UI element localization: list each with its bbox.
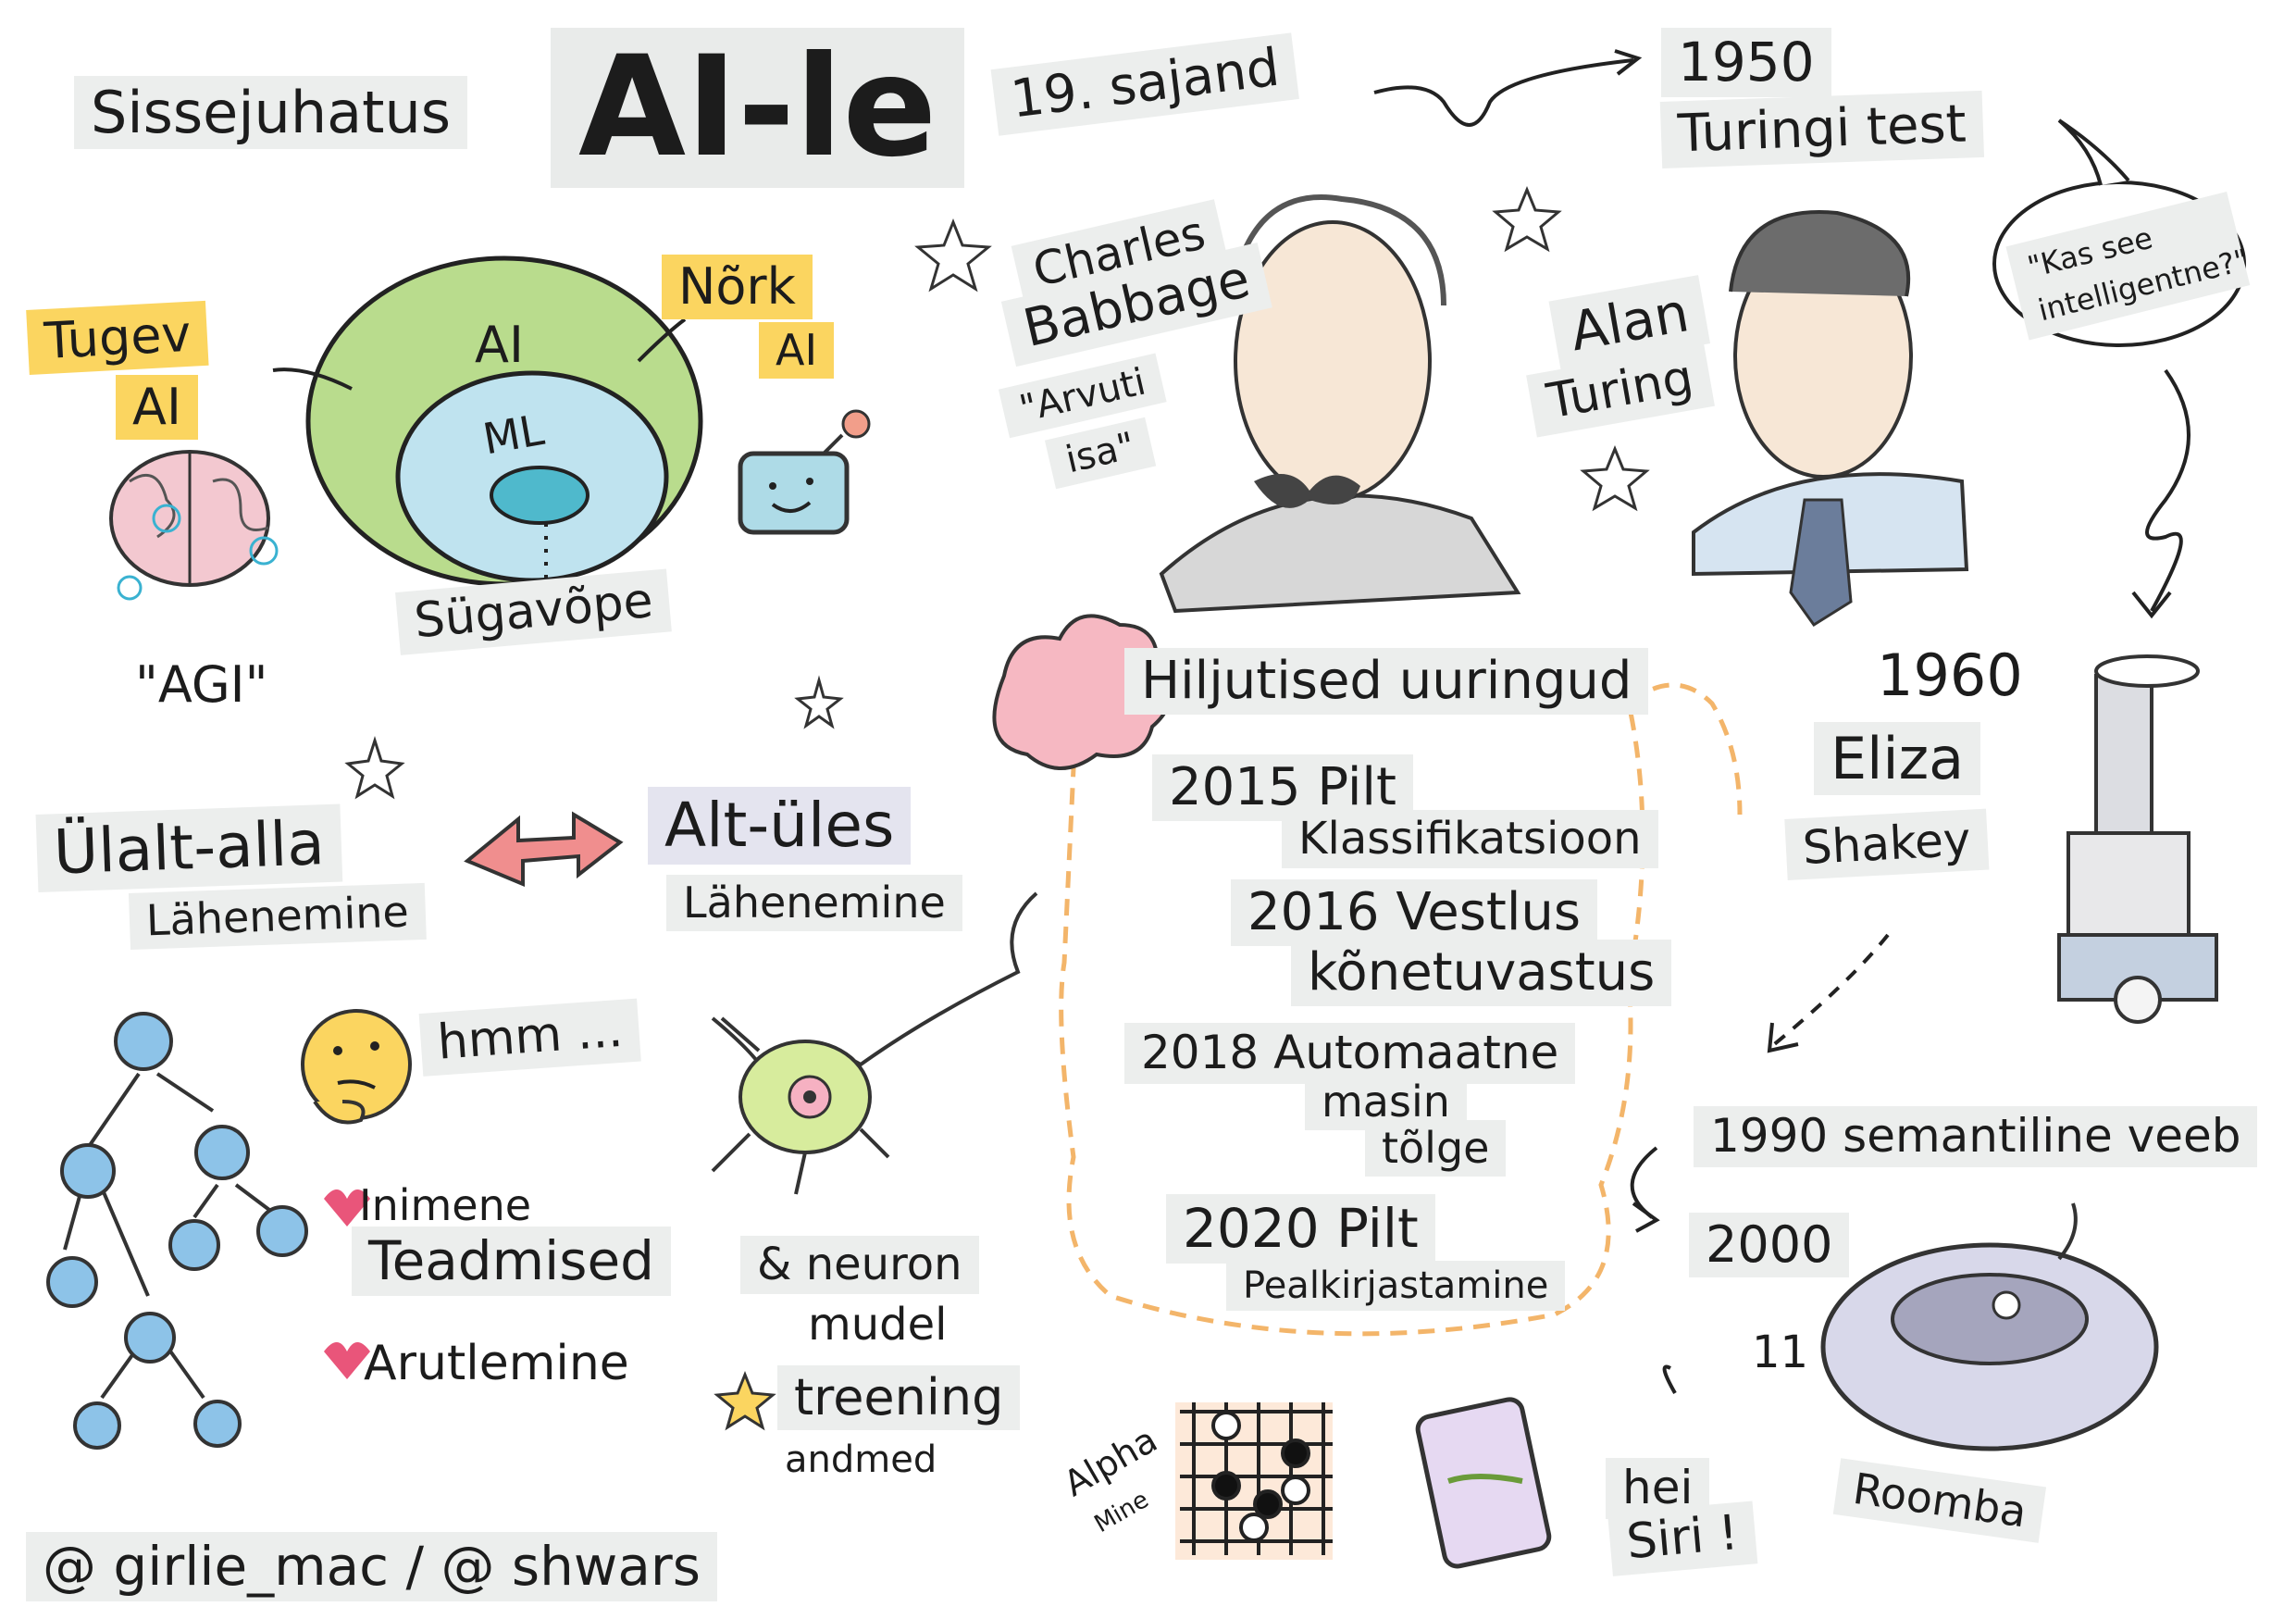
brain-icon xyxy=(109,450,279,601)
heart-icons xyxy=(324,1189,370,1379)
bottom-up-approach-label: Lähenemine xyxy=(666,875,962,931)
double-arrow-icon xyxy=(464,811,624,887)
training-label: treening xyxy=(777,1365,1021,1431)
weak-ai-label-1: Nõrk xyxy=(662,255,813,320)
knowledge-label: Teadmised xyxy=(352,1227,671,1296)
ai-ml-dl-circles xyxy=(272,255,703,592)
recent-item-2018-line1: 2018 Automaatne xyxy=(1124,1023,1576,1084)
human-label: Inimene xyxy=(359,1180,532,1230)
star-icons xyxy=(344,186,1650,1431)
recent-research-heading: Hiljutised uuringud xyxy=(1124,648,1649,716)
thinking-face-icon xyxy=(301,1009,412,1125)
recent-item-2015-line2: Klassifikatsioon xyxy=(1282,810,1658,869)
shakey-robot xyxy=(2057,654,2218,1024)
strong-ai-label-2: AI xyxy=(116,375,198,441)
robot-icon xyxy=(738,409,871,535)
roomba-icon xyxy=(1820,1202,2159,1451)
year-1960-label: 1960 xyxy=(1877,641,2023,709)
ai-circle-label: AI xyxy=(475,316,524,374)
decision-tree-icon xyxy=(46,1012,308,1450)
eliza-label: Eliza xyxy=(1814,722,1981,796)
recent-item-2018-line3: tõlge xyxy=(1365,1120,1507,1177)
neuron-label: & neuron xyxy=(740,1236,979,1295)
year-1950-label: 1950 xyxy=(1661,28,1831,97)
year-2011-label: 11 xyxy=(1752,1326,1809,1378)
top-down-approach-label: Lähenemine xyxy=(128,882,427,950)
reasoning-label: Arutlemine xyxy=(364,1336,629,1391)
bottom-up-label: Alt-üles xyxy=(648,787,912,865)
semantic-web-label: 1990 semantiline veeb xyxy=(1694,1106,2258,1167)
recent-item-2016-line1: 2016 Vestlus xyxy=(1231,879,1598,947)
author-credit: @ girlie_mac / @ shwars xyxy=(26,1532,717,1601)
year-2000-label: 2000 xyxy=(1689,1213,1850,1278)
turing-test-label: Turingi test xyxy=(1659,90,1984,169)
title-prefix: Sissejuhatus xyxy=(74,76,468,150)
neuron-model-label: mudel xyxy=(808,1299,948,1351)
strong-ai-label-1: Tugev xyxy=(26,300,210,376)
agi-label: "AGI" xyxy=(135,655,268,714)
page-title: AI-le xyxy=(551,28,965,188)
timeline-arrows xyxy=(1373,49,2191,1394)
recent-item-2020-line2: Pealkirjastamine xyxy=(1226,1261,1566,1311)
charles-babbage-portrait xyxy=(1159,194,1521,614)
top-down-label: Ülalt-alla xyxy=(35,803,342,892)
go-board-icon xyxy=(1175,1402,1333,1560)
shakey-label: Shakey xyxy=(1784,808,1990,880)
recent-item-2020-line1: 2020 Pilt xyxy=(1166,1194,1435,1264)
phone-icon xyxy=(1415,1397,1552,1569)
training-data-label: andmed xyxy=(785,1438,937,1481)
recent-item-2016-line2: kõnetuvastus xyxy=(1291,940,1672,1007)
weak-ai-label-2: AI xyxy=(759,322,835,379)
neuron-icon xyxy=(711,891,1038,1195)
siri-label-2: Siri ! xyxy=(1607,1501,1758,1576)
alan-turing-portrait xyxy=(1692,210,1969,628)
